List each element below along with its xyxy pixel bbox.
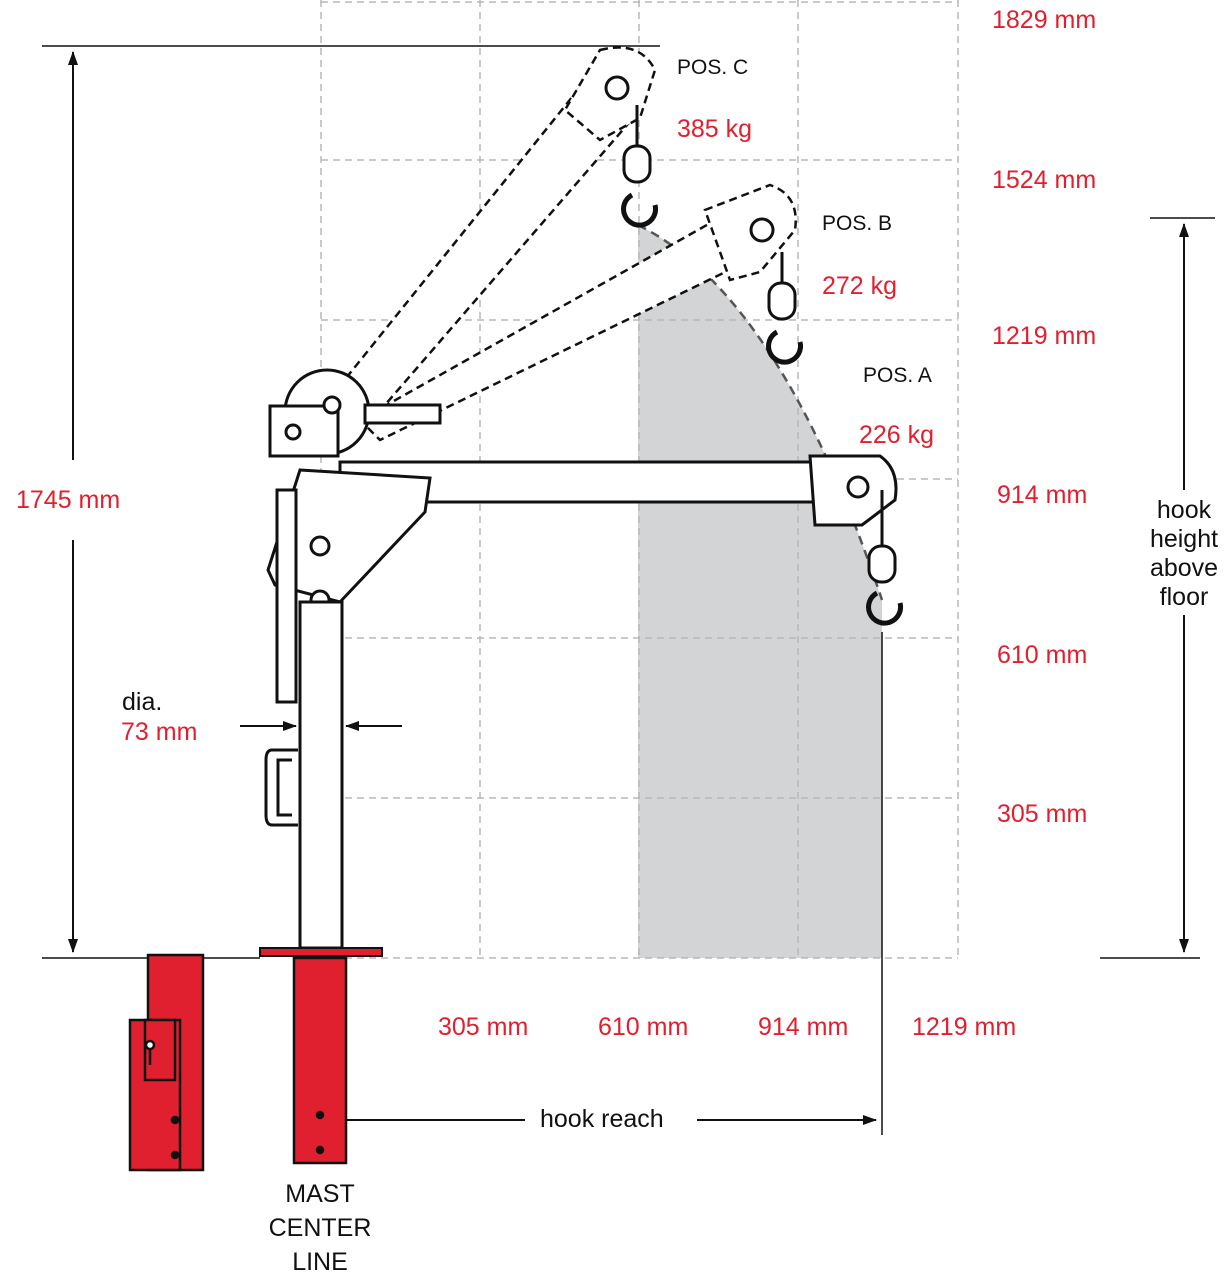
height-tick-1829: 1829 mm xyxy=(992,6,1097,34)
reach-tick-1219: 1219 mm xyxy=(912,1013,1017,1041)
hook-height-label-line-3: above xyxy=(1149,554,1219,582)
position-b-capacity: 272 kg xyxy=(822,272,898,300)
height-tick-1219: 1219 mm xyxy=(992,322,1097,350)
position-a-label: POS. A xyxy=(863,364,932,387)
height-tick-1524: 1524 mm xyxy=(992,166,1097,194)
hook-height-label-line-1: hook xyxy=(1156,496,1212,524)
reach-tick-305: 305 mm xyxy=(438,1013,529,1041)
floor-sleeve xyxy=(292,956,348,1165)
reach-tick-610: 610 mm xyxy=(598,1013,689,1041)
hook-height-label-line-2: height xyxy=(1149,525,1219,553)
position-c-capacity: 385 kg xyxy=(677,115,753,143)
diameter-label: dia. xyxy=(122,688,163,716)
mast xyxy=(264,488,344,950)
reach-tick-914: 914 mm xyxy=(758,1013,849,1041)
mast-center-line-label-line-2: CENTER xyxy=(268,1214,372,1242)
mast-center-line-label: MAST CENTER LINE xyxy=(260,1177,380,1279)
height-tick-305: 305 mm xyxy=(997,800,1088,828)
mast-center-line-label-line-3: LINE xyxy=(292,1248,348,1276)
height-tick-914: 914 mm xyxy=(997,481,1088,509)
position-c-label: POS. C xyxy=(677,56,749,79)
position-a-capacity: 226 kg xyxy=(859,421,935,449)
side-mount-sleeve xyxy=(128,953,205,1172)
overall-height-label: 1745 mm xyxy=(16,486,121,514)
diameter-value: 73 mm xyxy=(121,718,198,746)
hook-position-b xyxy=(749,217,804,365)
mast-center-line-label-line-1: MAST xyxy=(285,1180,355,1208)
winch-assembly xyxy=(268,368,442,458)
position-b-label: POS. B xyxy=(822,212,893,235)
hook-height-label-line-4: floor xyxy=(1159,583,1209,611)
hook-reach-label: hook reach xyxy=(540,1105,664,1133)
hook-position-a xyxy=(866,490,904,626)
hook-working-area xyxy=(638,225,882,958)
height-tick-610: 610 mm xyxy=(997,641,1088,669)
hook-position-c xyxy=(604,75,659,228)
mast-base-plate xyxy=(259,947,383,957)
hook-height-label: hook height above floor xyxy=(1134,496,1228,612)
